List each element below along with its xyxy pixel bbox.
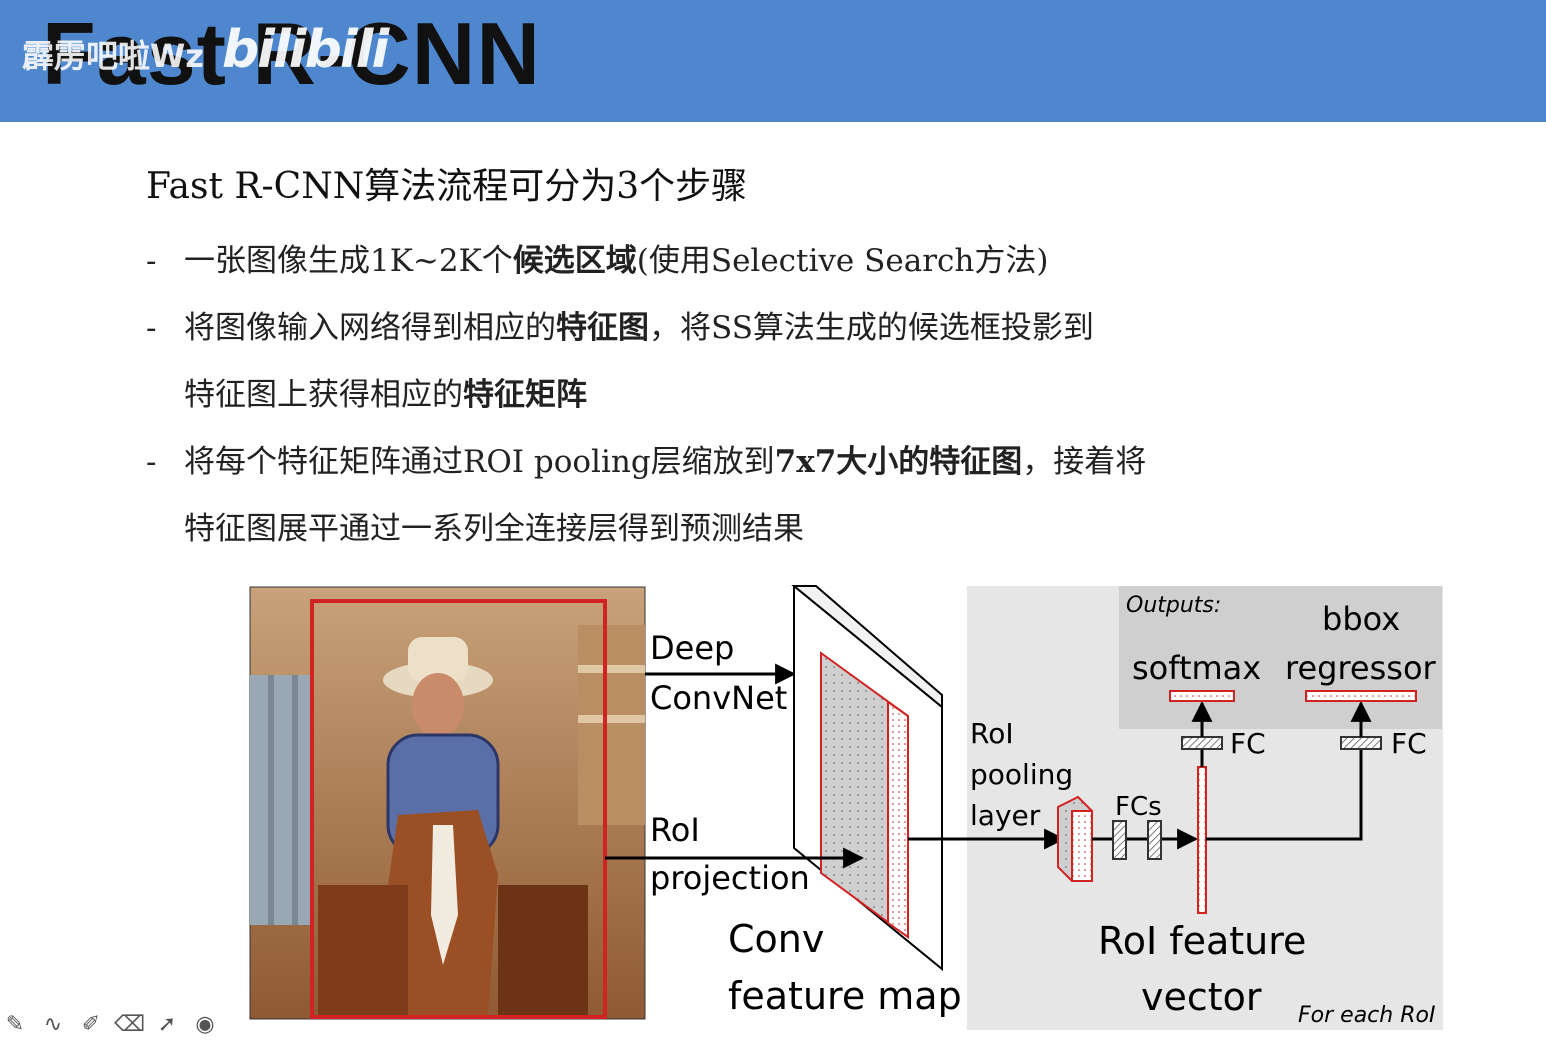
watermark-text: 霹雳吧啦Wz	[22, 37, 204, 75]
step-3-suffix: ，接着将	[1022, 444, 1147, 480]
label-convnet: ConvNet	[650, 679, 787, 717]
pen-icon[interactable]: ✎	[5, 1012, 25, 1037]
conv-feature-map	[791, 585, 943, 972]
step-1-bold: 候选区域	[512, 243, 637, 279]
softmax-output	[1169, 690, 1235, 702]
label-outputs: Outputs:	[1126, 593, 1221, 618]
slide-title: Fast R-CNN	[42, 4, 541, 103]
step-2-line2-bold: 特征矩阵	[463, 377, 587, 413]
presentation-toolbar: ✎ ∿ ✐ ⌫ ➚ ◉	[0, 1012, 240, 1042]
step-3-text: 将每个特征矩阵通过ROI pooling层缩放到	[184, 444, 775, 480]
roi-feature-vector	[1197, 766, 1207, 914]
label-softmax: softmax	[1132, 649, 1261, 687]
label-bbox: bbox	[1322, 600, 1400, 638]
fc-layer-1	[1112, 820, 1127, 860]
step-2-text: 将图像输入网络得到相应的	[184, 310, 556, 346]
label-fcs: FCs	[1115, 792, 1162, 822]
curve-icon[interactable]: ∿	[43, 1012, 63, 1037]
bilibili-logo-icon: bilibili	[221, 20, 389, 80]
step-1-suffix: (使用Selective Search方法)	[636, 243, 1049, 279]
step-2-line-2: 特征图上获得相应的特征矩阵	[146, 362, 1346, 429]
fast-rcnn-diagram: Deep ConvNet RoI projection Conv feature…	[249, 585, 1443, 1030]
input-image	[249, 586, 646, 1020]
step-2-suffix: ，将SS算法生成的候选框投影到	[649, 310, 1094, 346]
step-1-text: 一张图像生成1K~2K个	[184, 243, 513, 279]
eraser-icon[interactable]: ⌫	[114, 1012, 146, 1037]
fc-bbox	[1340, 736, 1382, 750]
slide-heading: Fast R-CNN算法流程可分为3个步骤	[146, 166, 748, 207]
label-fc-right: FC	[1391, 727, 1427, 760]
label-projection: projection	[650, 859, 810, 897]
outputs-panel	[1119, 586, 1442, 729]
step-3-bold: 7x7大小的特征图	[774, 444, 1023, 480]
label-roi-pool-3: layer	[970, 799, 1041, 832]
step-2-bold: 特征图	[556, 310, 649, 346]
roi-pooled-feature	[1057, 795, 1093, 882]
label-for-each: For each RoI	[1298, 1003, 1435, 1028]
label-deep: Deep	[650, 629, 734, 667]
marker-icon[interactable]: ✐	[81, 1012, 101, 1037]
step-2-line2-text: 特征图上获得相应的	[184, 377, 463, 413]
label-fc-left: FC	[1230, 727, 1266, 760]
step-3-line2-text: 特征图展平通过一系列全连接层得到预测结果	[184, 511, 804, 547]
label-roi-pool-2: pooling	[970, 758, 1073, 791]
roi-box	[310, 599, 607, 1019]
label-roi-pool-1: RoI	[970, 717, 1014, 750]
laser-icon[interactable]: ◉	[195, 1012, 215, 1037]
step-3: -将每个特征矩阵通过ROI pooling层缩放到7x7大小的特征图，接着将	[146, 444, 1147, 480]
label-conv: Conv	[728, 917, 824, 961]
label-regressor: regressor	[1285, 649, 1437, 687]
label-roi: RoI	[650, 811, 700, 849]
fc-softmax	[1181, 736, 1223, 750]
step-1: -一张图像生成1K~2K个候选区域(使用Selective Search方法)	[146, 243, 1049, 279]
pointer-icon[interactable]: ➚	[157, 1012, 177, 1037]
fc-layer-2	[1147, 820, 1162, 860]
step-3-line-2: 特征图展平通过一系列全连接层得到预测结果	[146, 496, 1346, 563]
step-2: -将图像输入网络得到相应的特征图，将SS算法生成的候选框投影到	[146, 310, 1094, 346]
label-roi-feature: RoI feature	[1098, 919, 1306, 963]
label-vector: vector	[1141, 975, 1262, 1019]
slide-content: Fast R-CNN算法流程可分为3个步骤 -一张图像生成1K~2K个候选区域(…	[146, 160, 1346, 563]
label-feature-map: feature map	[728, 974, 962, 1018]
bbox-output	[1305, 690, 1417, 702]
branch-line	[1206, 750, 1363, 841]
